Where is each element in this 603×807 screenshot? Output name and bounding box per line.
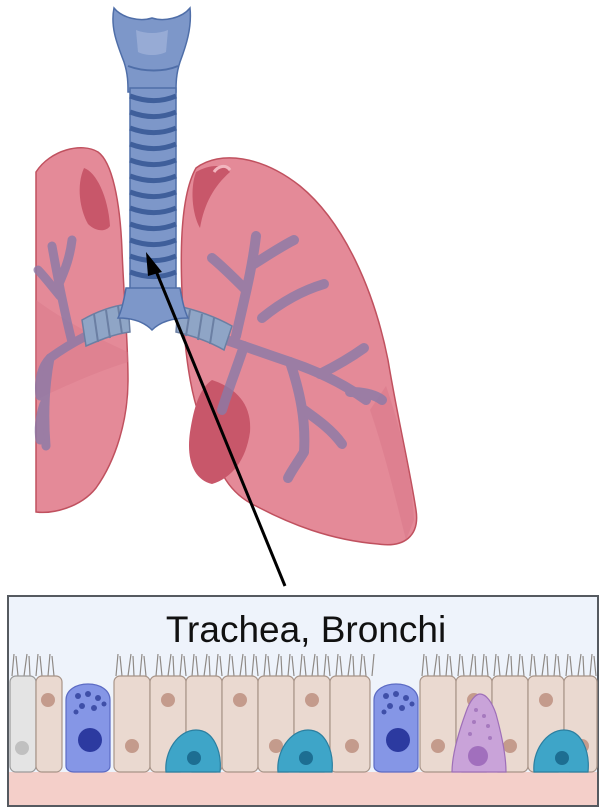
goblet-cell-2 xyxy=(374,684,418,772)
left-lung xyxy=(36,148,130,513)
trachea xyxy=(113,8,190,330)
tissue-label: Trachea, Bronchi xyxy=(166,609,446,650)
right-lung xyxy=(176,158,417,545)
basement-membrane xyxy=(9,772,597,805)
epithelium-panel: Trachea, Bronchi xyxy=(8,596,598,806)
goblet-cell xyxy=(66,684,110,772)
